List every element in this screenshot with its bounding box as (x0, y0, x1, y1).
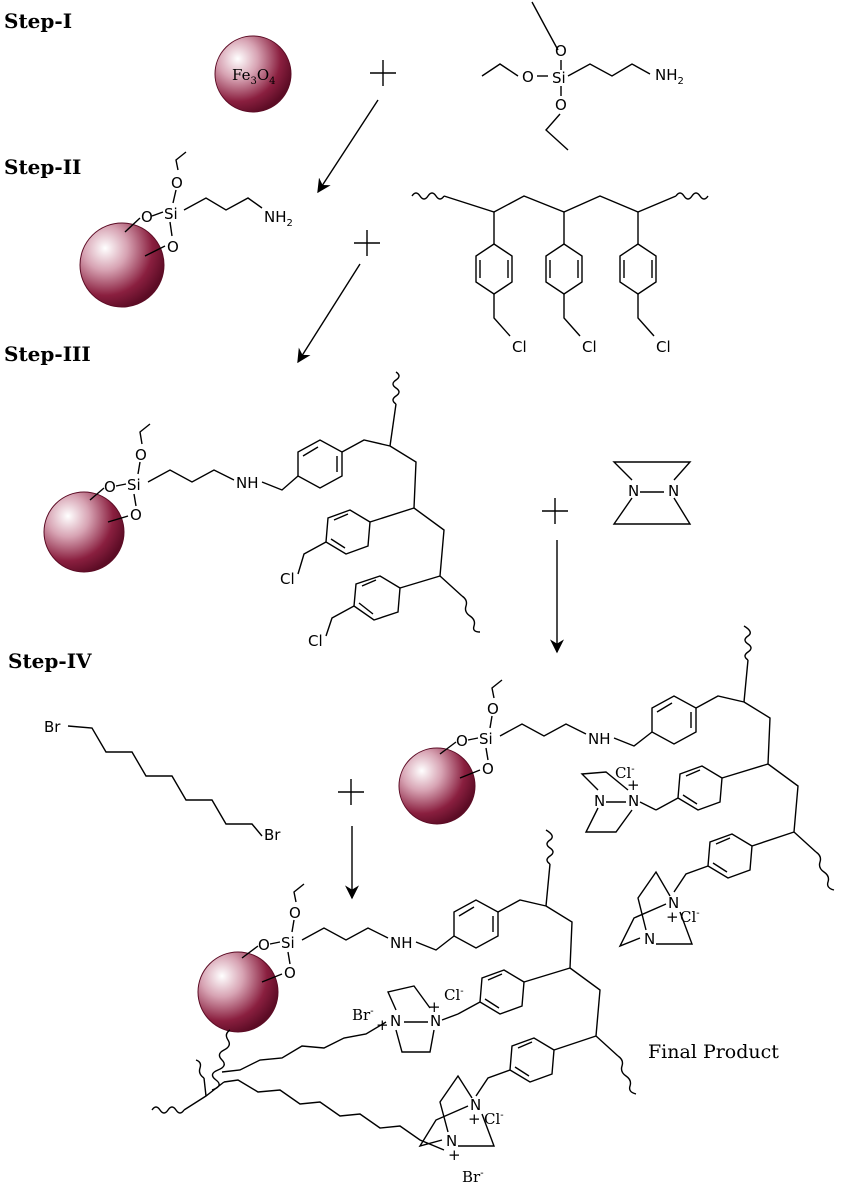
plus-sign-1 (370, 60, 396, 86)
svg-text:Si: Si (479, 730, 493, 748)
dabco-molecule: N N (612, 461, 692, 525)
svg-text:O: O (555, 42, 567, 60)
svg-text:NH: NH (236, 474, 259, 492)
svg-text:Br-: Br- (352, 1006, 374, 1024)
svg-text:Si: Si (281, 934, 295, 952)
svg-text:O: O (135, 446, 147, 464)
fe3o4-nanoparticle-final (197, 951, 279, 1033)
svg-text:N: N (470, 1096, 481, 1114)
svg-text:Cl: Cl (582, 338, 597, 356)
final-product-structure: O Si O O NH N + N + Cl- Br- (151, 829, 637, 1186)
svg-text:NH2: NH2 (264, 208, 293, 229)
svg-text:Br-: Br- (462, 1168, 484, 1186)
svg-text:NH: NH (588, 730, 611, 748)
svg-text:N: N (668, 482, 679, 500)
svg-text:O: O (284, 964, 296, 982)
svg-text:N: N (628, 792, 639, 810)
svg-text:Fe3O4: Fe3O4 (232, 66, 276, 87)
svg-text:Cl: Cl (512, 338, 527, 356)
svg-text:N: N (628, 482, 639, 500)
svg-text:Cl-: Cl- (484, 1110, 504, 1128)
svg-text:N: N (390, 1012, 401, 1030)
svg-text:Si: Si (552, 69, 566, 87)
svg-text:+: + (666, 908, 679, 926)
svg-text:O: O (167, 238, 179, 256)
svg-text:N: N (430, 1012, 441, 1030)
polymer-grafted-nanoparticle-step3: O Si O O NH Cl Cl (89, 371, 481, 650)
dabco-grafted-intermediate: O Si O O NH N N + Cl- (439, 625, 835, 948)
svg-text:Cl-: Cl- (444, 986, 464, 1004)
fe3o4-nanoparticle-step2 (79, 222, 165, 308)
step-2-label: Step-II (4, 155, 81, 179)
svg-text:+: + (627, 776, 640, 794)
step-1-label: Step-I (4, 9, 72, 33)
svg-text:Cl: Cl (308, 632, 323, 650)
amine-functionalized-silica: O Si O O NH2 (124, 151, 293, 257)
aptes-molecule: O Si O NH2 O (481, 1, 684, 151)
svg-text:O: O (104, 478, 116, 496)
svg-text:NH: NH (390, 934, 413, 952)
svg-text:O: O (141, 208, 153, 226)
svg-text:Si: Si (164, 205, 178, 223)
svg-text:Cl-: Cl- (680, 908, 700, 926)
svg-text:O: O (171, 174, 183, 192)
reaction-arrow-1 (317, 99, 379, 194)
svg-text:N: N (668, 894, 679, 912)
svg-text:Cl: Cl (280, 570, 295, 588)
dibromooctane-molecule: Br Br (44, 718, 281, 844)
svg-text:NH2: NH2 (655, 66, 684, 87)
svg-text:O: O (487, 700, 499, 718)
svg-text:N: N (594, 792, 605, 810)
svg-text:Cl: Cl (656, 338, 671, 356)
svg-text:Br: Br (264, 826, 281, 844)
svg-text:O: O (482, 760, 494, 778)
svg-text:+: + (428, 998, 441, 1016)
svg-text:+: + (448, 1146, 461, 1164)
step-4-label: Step-IV (8, 649, 92, 673)
plus-sign-2 (354, 230, 380, 256)
svg-text:O: O (289, 904, 301, 922)
svg-text:N: N (644, 930, 655, 948)
step-3-label: Step-III (4, 342, 91, 366)
svg-text:Si: Si (127, 476, 141, 494)
plus-sign-4 (338, 779, 364, 805)
final-product-label: Final Product (648, 1041, 779, 1063)
svg-text:O: O (456, 732, 468, 750)
svg-text:+: + (468, 1110, 481, 1128)
svg-text:O: O (258, 936, 270, 954)
poly-vinylbenzyl-chloride: Cl Cl Cl (411, 192, 709, 356)
fe3o4-nanoparticle-step1: Fe3O4 (214, 35, 292, 113)
fe3o4-nanoparticle-step3 (43, 491, 125, 573)
svg-text:O: O (522, 68, 534, 86)
svg-text:Cl-: Cl- (615, 764, 635, 782)
fe3o4-nanoparticle-intermediate (398, 747, 476, 825)
svg-text:O: O (130, 506, 142, 524)
svg-text:Br: Br (44, 718, 61, 736)
plus-sign-3 (542, 498, 568, 524)
svg-text:O: O (555, 96, 567, 114)
svg-text:N: N (446, 1132, 457, 1150)
reaction-arrow-2 (297, 263, 361, 364)
